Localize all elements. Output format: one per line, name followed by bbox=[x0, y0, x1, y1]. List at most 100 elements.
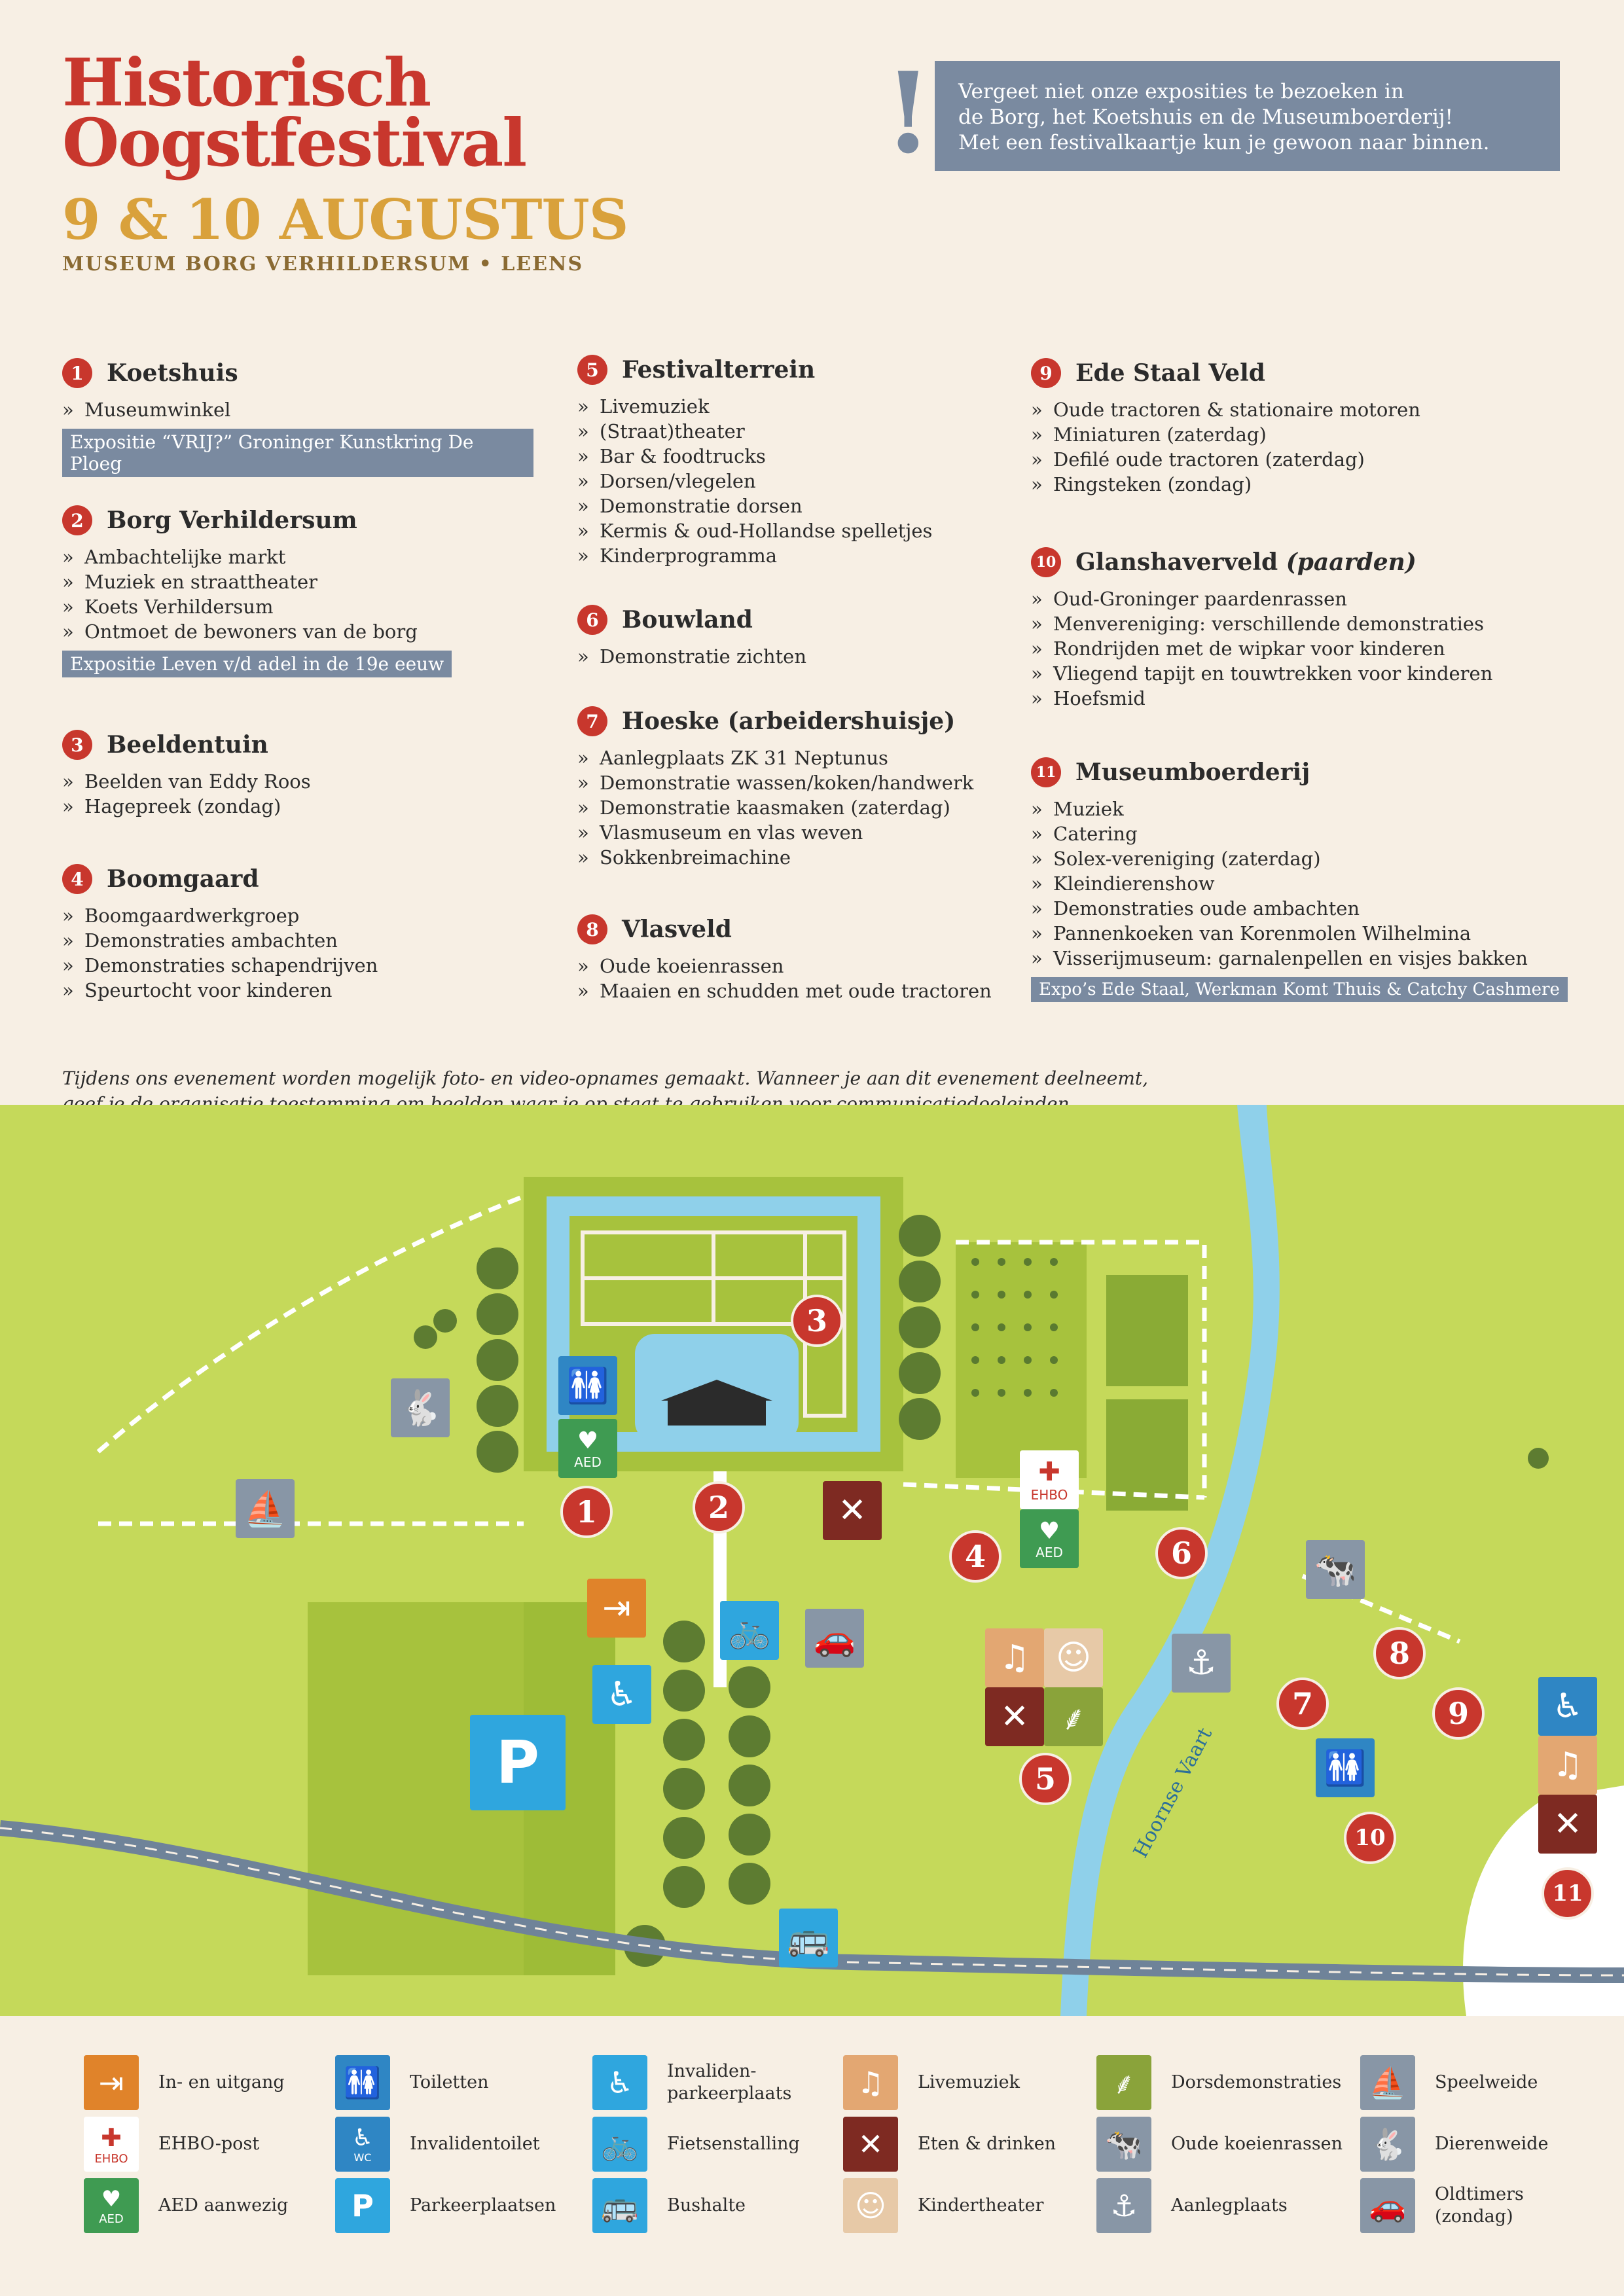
map-marker-6[interactable]: 6 bbox=[1155, 1527, 1208, 1579]
first-aid-icon[interactable]: ✚EHBO bbox=[1020, 1450, 1079, 1509]
list-item: Museumwinkel bbox=[62, 397, 533, 422]
photo-disclaimer: Tijdens ons evenement worden mogelijk fo… bbox=[62, 1067, 1149, 1115]
list-item: Kleindierenshow bbox=[1031, 871, 1568, 896]
legend-item: ☺Kindertheater bbox=[843, 2178, 1043, 2233]
map-marker-11[interactable]: 11 bbox=[1542, 1867, 1594, 1920]
toilets-icon[interactable]: 🚻 bbox=[1316, 1738, 1375, 1797]
legend-item: ♿Invaliden-parkeerplaats bbox=[592, 2055, 791, 2110]
list-item: Defilé oude tractoren (zaterdag) bbox=[1031, 447, 1555, 472]
exclamation-icon: ! bbox=[884, 48, 933, 179]
rabbit-icon[interactable]: 🐇 bbox=[391, 1378, 450, 1437]
list-item: Hoefsmid bbox=[1031, 686, 1555, 711]
list-item: Demonstraties oude ambachten bbox=[1031, 896, 1568, 921]
list-item: Dorsen/vlegelen bbox=[577, 469, 1049, 493]
aed-icon[interactable]: ♥AED bbox=[1020, 1509, 1079, 1568]
section-title: Vlasveld bbox=[622, 916, 732, 943]
map-marker-4[interactable]: 4 bbox=[949, 1530, 1001, 1583]
legend-item: ♫Livemuziek bbox=[843, 2055, 1020, 2110]
theater-icon[interactable]: ☺ bbox=[1044, 1628, 1103, 1687]
list-item: Beelden van Eddy Roos bbox=[62, 769, 533, 794]
map-marker-3[interactable]: 3 bbox=[791, 1295, 843, 1347]
list-item: Muziek bbox=[1031, 797, 1568, 821]
section-title: Boomgaard bbox=[107, 865, 259, 893]
map-marker-2[interactable]: 2 bbox=[693, 1481, 745, 1534]
list-item: Ambachtelijke markt bbox=[62, 545, 533, 569]
toilets-icon: 🚻 bbox=[335, 2055, 390, 2110]
bus-icon[interactable]: 🚌 bbox=[779, 1909, 838, 1967]
canal bbox=[1060, 1105, 1280, 2016]
festival-title: Historisch Oogstfestival bbox=[62, 44, 527, 181]
section-title: Ede Staal Veld bbox=[1075, 359, 1265, 387]
map-marker-1[interactable]: 1 bbox=[560, 1486, 613, 1538]
bicycle-icon[interactable]: 🚲 bbox=[720, 1601, 779, 1660]
list-item: (Straat)theater bbox=[577, 419, 1049, 444]
section-title: Bouwland bbox=[622, 606, 753, 634]
section-title: Festivalterrein bbox=[622, 356, 816, 384]
aed-icon[interactable]: ♥AED bbox=[558, 1419, 617, 1478]
map-marker-7[interactable]: 7 bbox=[1276, 1677, 1329, 1730]
live-music-icon[interactable]: ♫ bbox=[985, 1628, 1044, 1687]
list-item: Ontmoet de bewoners van de borg bbox=[62, 619, 533, 644]
list-item: Speurtocht voor kinderen bbox=[62, 978, 533, 1003]
map-marker-9[interactable]: 9 bbox=[1432, 1687, 1485, 1740]
legend-item: ✕Eten & drinken bbox=[843, 2117, 1056, 2172]
list-item: Vliegend tapijt en touwtrekken voor kind… bbox=[1031, 661, 1555, 686]
map-marker-5[interactable]: 5 bbox=[1019, 1753, 1072, 1805]
section-number: 2 bbox=[62, 505, 92, 535]
festival-dates: 9 & 10 AUGUSTUS bbox=[62, 187, 628, 252]
list-item: Kinderprogramma bbox=[577, 543, 1049, 568]
map-marker-8[interactable]: 8 bbox=[1373, 1627, 1426, 1679]
list-item: Maaien en schudden met oude tractoren bbox=[577, 978, 1049, 1003]
list-item: Pannenkoeken van Korenmolen Wilhelmina bbox=[1031, 921, 1568, 946]
exhibition-tag: Expositie “VRIJ?” Groninger Kunstkring D… bbox=[62, 429, 533, 477]
list-item: Livemuziek bbox=[577, 394, 1049, 419]
accessible-toilet-icon[interactable]: ♿ bbox=[1538, 1677, 1597, 1736]
oldtimer-icon[interactable]: 🚗 bbox=[805, 1609, 864, 1668]
anchor-icon[interactable]: ⚓ bbox=[1172, 1634, 1231, 1693]
exit-icon: ⇥ bbox=[84, 2055, 139, 2110]
section-title: Beeldentuin bbox=[107, 731, 268, 759]
cow-icon[interactable]: 🐄 bbox=[1306, 1540, 1365, 1599]
threshing-icon: ⸙ bbox=[1096, 2055, 1151, 2110]
live-music-icon[interactable]: ♫ bbox=[1538, 1736, 1597, 1795]
rabbit-icon: 🐇 bbox=[1360, 2117, 1415, 2172]
list-item: Oude koeienrassen bbox=[577, 954, 1049, 978]
toilets-icon[interactable]: 🚻 bbox=[558, 1356, 617, 1415]
legend-item: 🚲Fietsenstalling bbox=[592, 2117, 800, 2172]
first-aid-icon: ✚EHBO bbox=[84, 2117, 139, 2172]
field-plot bbox=[1106, 1275, 1188, 1386]
legend-item: 🚗Oldtimers(zondag) bbox=[1360, 2178, 1524, 2233]
legend-item: ⇥In- en uitgang bbox=[84, 2055, 285, 2110]
list-item: Hagepreek (zondag) bbox=[62, 794, 533, 819]
exhibition-tag: Expo’s Ede Staal, Werkman Komt Thuis & C… bbox=[1031, 977, 1568, 1002]
legend-item: 🚌Bushalte bbox=[592, 2178, 746, 2233]
anchor-icon: ⚓ bbox=[1096, 2178, 1151, 2233]
list-item: Demonstratie dorsen bbox=[577, 493, 1049, 518]
festival-venue: MUSEUM BORG VERHILDERSUM • LEENS bbox=[62, 253, 584, 276]
aed-icon: ♥AED bbox=[84, 2178, 139, 2233]
list-item: Visserijmuseum: garnalenpellen en visjes… bbox=[1031, 946, 1568, 971]
threshing-icon[interactable]: ⸙ bbox=[1044, 1687, 1103, 1746]
exit-icon[interactable]: ⇥ bbox=[587, 1579, 646, 1638]
list-item: Catering bbox=[1031, 821, 1568, 846]
list-item: Boomgaardwerkgroep bbox=[62, 903, 533, 928]
legend-item: 🐄Oude koeienrassen bbox=[1096, 2117, 1343, 2172]
parking-icon[interactable]: P bbox=[470, 1715, 566, 1810]
food-drink-icon[interactable]: ✕ bbox=[985, 1687, 1044, 1746]
exhibition-notice: Vergeet niet onze exposities te bezoeken… bbox=[935, 61, 1560, 171]
legend-item: 🐇Dierenweide bbox=[1360, 2117, 1549, 2172]
food-drink-icon[interactable]: ✕ bbox=[1538, 1795, 1597, 1854]
section-number: 1 bbox=[62, 358, 92, 388]
playground-icon[interactable]: ⛵ bbox=[236, 1479, 295, 1538]
food-drink-icon[interactable]: ✕ bbox=[823, 1481, 882, 1540]
accessible-toilet-icon: ♿WC bbox=[335, 2117, 390, 2172]
accessible-parking-icon[interactable]: ♿ bbox=[592, 1665, 651, 1724]
map-marker-10[interactable]: 10 bbox=[1344, 1812, 1396, 1864]
